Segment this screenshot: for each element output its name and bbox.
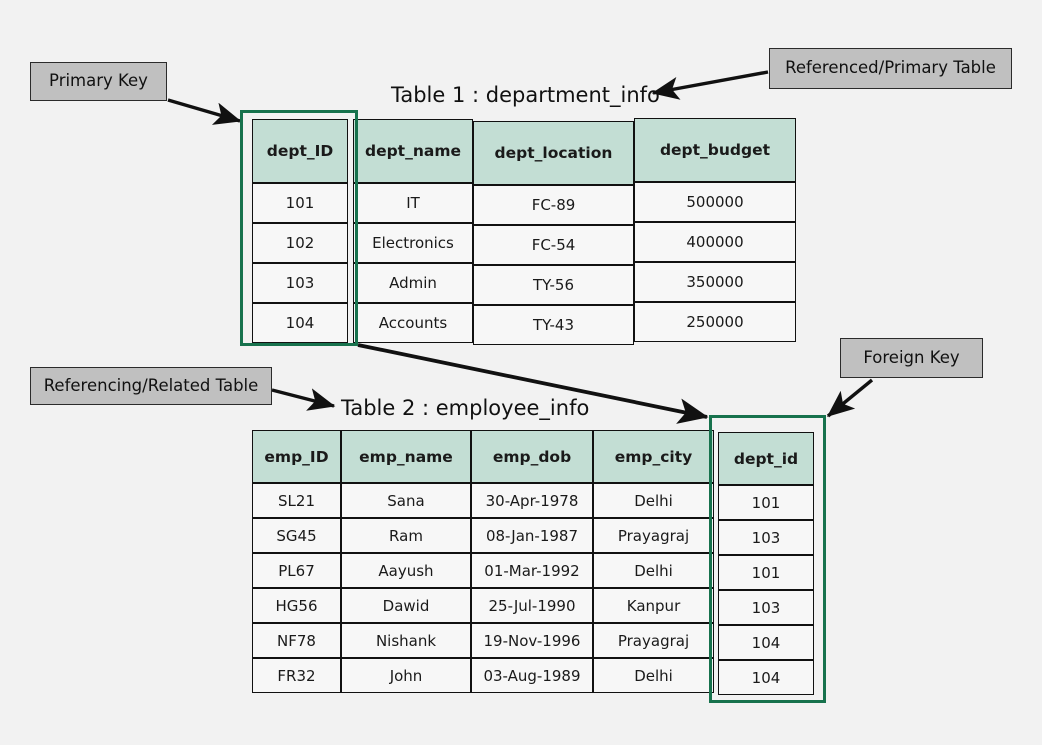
arrow-foreign-key — [826, 378, 874, 418]
table1-cell: 500000 — [634, 182, 796, 222]
table2-cell: Prayagraj — [593, 623, 714, 658]
table2-cell: Ram — [341, 518, 471, 553]
table2-cell: Delhi — [593, 553, 714, 588]
table1-cell: 104 — [252, 303, 348, 343]
table2-cell: SL21 — [252, 483, 341, 518]
arrow-primary-key — [167, 98, 242, 125]
table1-header-dept-id: dept_ID — [252, 119, 348, 183]
table2-cell: HG56 — [252, 588, 341, 623]
callout-foreign-key: Foreign Key — [840, 338, 983, 378]
table2-cell: 01-Mar-1992 — [471, 553, 593, 588]
table1-cell: 102 — [252, 223, 348, 263]
table2-cell: 03-Aug-1989 — [471, 658, 593, 693]
table2-cell: 30-Apr-1978 — [471, 483, 593, 518]
table2-cell: 104 — [718, 660, 814, 695]
table1-cell: TY-56 — [473, 265, 634, 305]
table1-cell: 250000 — [634, 302, 796, 342]
table2-cell: NF78 — [252, 623, 341, 658]
table2-cell: 19-Nov-1996 — [471, 623, 593, 658]
arrow-referencing-table — [271, 388, 336, 411]
table1-cell: Accounts — [353, 303, 473, 343]
table2-cell: Dawid — [341, 588, 471, 623]
table1-title: Table 1 : department_info — [391, 83, 660, 107]
arrow-referenced-table — [651, 70, 769, 100]
table2-cell: Sana — [341, 483, 471, 518]
table2-cell: 103 — [718, 590, 814, 625]
table2-cell: Prayagraj — [593, 518, 714, 553]
table2-cell: Nishank — [341, 623, 471, 658]
table2-cell: John — [341, 658, 471, 693]
table1-cell: FC-89 — [473, 185, 634, 225]
highlight-foreign-key-column — [709, 415, 826, 703]
table1-cell: 101 — [252, 183, 348, 223]
table2-title: Table 2 : employee_info — [341, 396, 590, 420]
table2-cell: 101 — [718, 485, 814, 520]
table2-header-emp-dob: emp_dob — [471, 430, 593, 483]
table2-cell: FR32 — [252, 658, 341, 693]
table1-header-dept-name: dept_name — [353, 119, 473, 183]
table1-cell: 350000 — [634, 262, 796, 302]
callout-referenced-primary-table: Referenced/Primary Table — [769, 48, 1012, 89]
table2-cell: Kanpur — [593, 588, 714, 623]
table2-cell: 08-Jan-1987 — [471, 518, 593, 553]
table1-cell: 103 — [252, 263, 348, 303]
table1-header-dept-location: dept_location — [473, 121, 634, 185]
table2-header-emp-city: emp_city — [593, 430, 714, 483]
table2-cell: Delhi — [593, 483, 714, 518]
table2-cell: 103 — [718, 520, 814, 555]
table1-cell: TY-43 — [473, 305, 634, 345]
highlight-primary-key-column — [240, 110, 358, 346]
table1-cell: Admin — [353, 263, 473, 303]
table2-cell: SG45 — [252, 518, 341, 553]
table2-cell: 104 — [718, 625, 814, 660]
table2-header-dept-id: dept_id — [718, 432, 814, 485]
table2-header-emp-id: emp_ID — [252, 430, 341, 483]
table1-cell: FC-54 — [473, 225, 634, 265]
table1-header-dept-budget: dept_budget — [634, 118, 796, 182]
table1-cell: 400000 — [634, 222, 796, 262]
table1-cell: IT — [353, 183, 473, 223]
callout-referencing-related-table: Referencing/Related Table — [30, 367, 272, 405]
table2-cell: Aayush — [341, 553, 471, 588]
table2-cell: 25-Jul-1990 — [471, 588, 593, 623]
table2-cell: Delhi — [593, 658, 714, 693]
table2-cell: 101 — [718, 555, 814, 590]
callout-primary-key: Primary Key — [30, 62, 167, 101]
table1-cell: Electronics — [353, 223, 473, 263]
table2-header-emp-name: emp_name — [341, 430, 471, 483]
table2-cell: PL67 — [252, 553, 341, 588]
